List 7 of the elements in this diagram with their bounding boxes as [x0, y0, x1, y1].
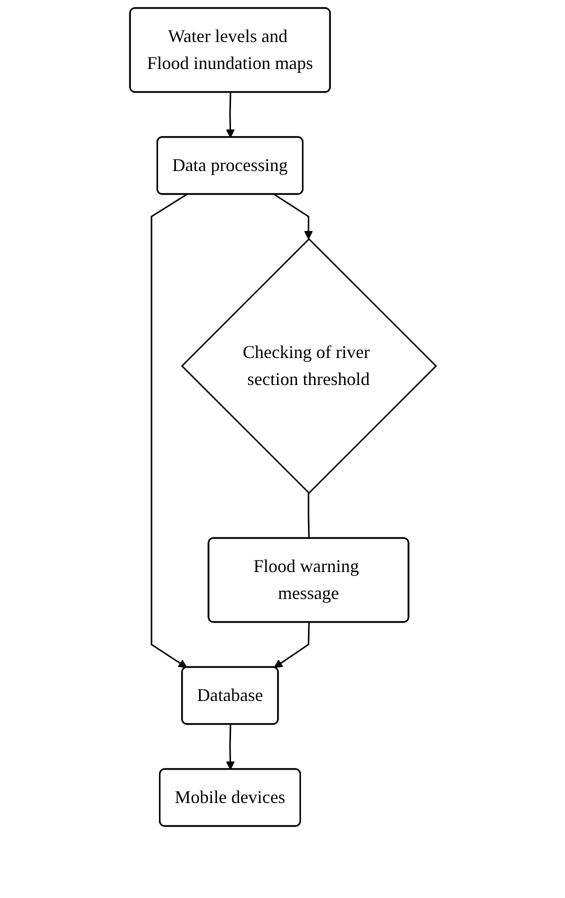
arrow — [273, 194, 312, 240]
connector — [307, 493, 310, 539]
node-diamond: Checking of river section threshold — [180, 238, 437, 494]
arrow — [225, 724, 234, 770]
arrow — [273, 622, 310, 668]
arrow — [150, 194, 187, 668]
arrow — [225, 92, 234, 138]
